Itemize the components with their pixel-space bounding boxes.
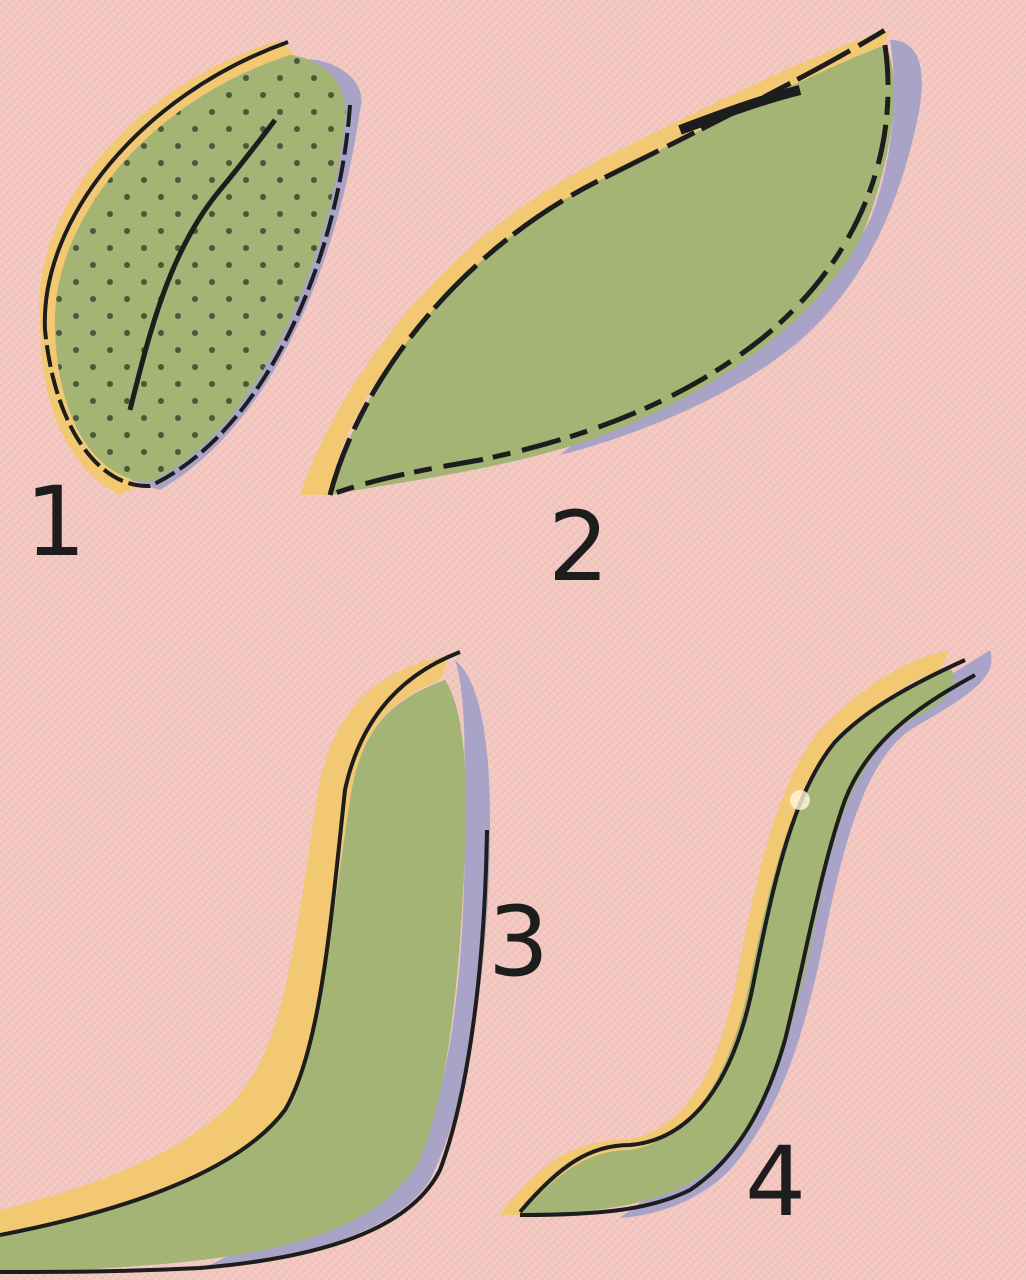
leaf-figure-4: 4	[500, 650, 992, 1238]
figure-4-label: 4	[745, 1126, 806, 1238]
leaf-figure-1: 1	[25, 40, 362, 578]
leaf-figure-2: 2	[300, 30, 922, 603]
figure-3-label: 3	[488, 886, 549, 998]
leaf-figure-3: 3	[0, 652, 549, 1272]
figure-2-label: 2	[548, 491, 609, 603]
figure-1-label: 1	[25, 466, 86, 578]
